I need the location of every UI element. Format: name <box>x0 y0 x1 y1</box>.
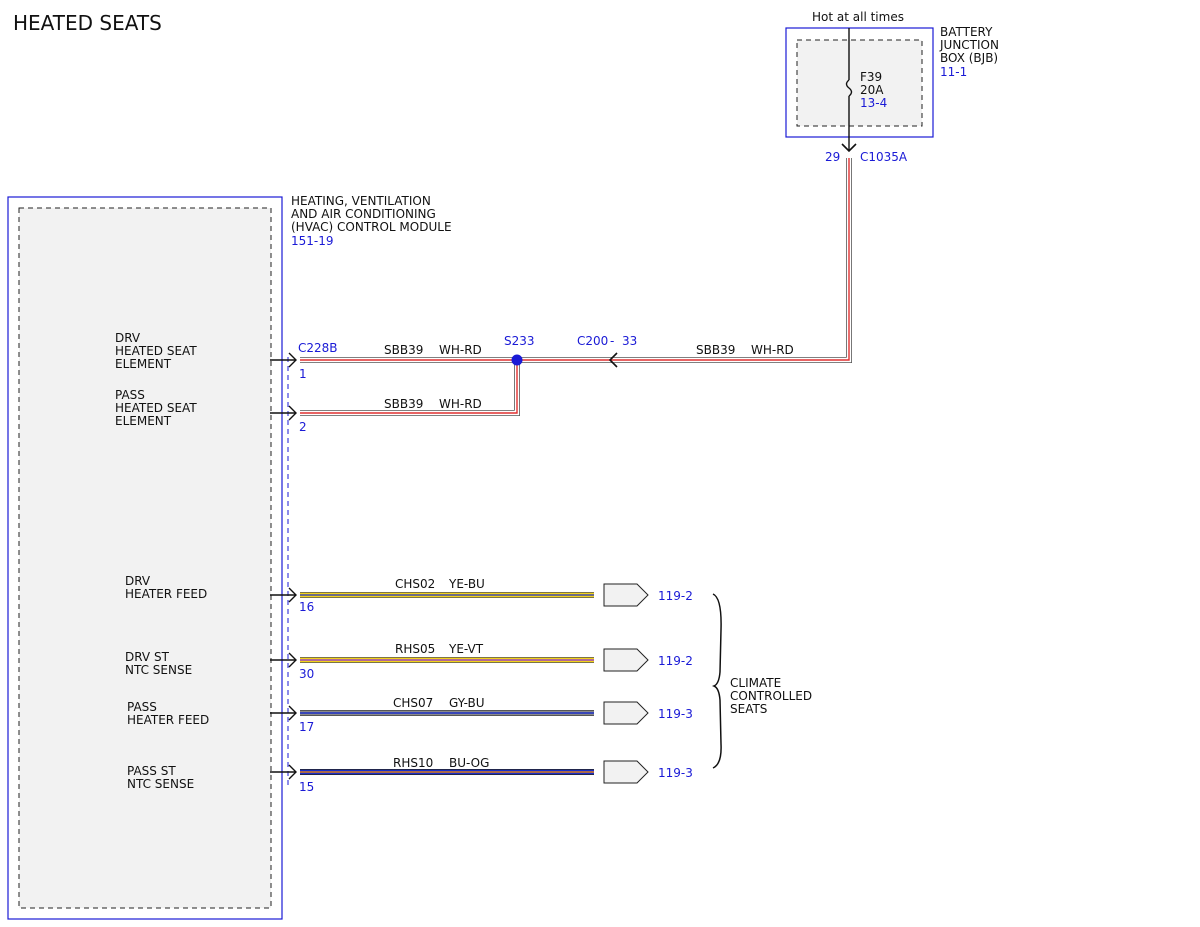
bjb-connector: C1035A <box>860 150 908 164</box>
pin1-number: 1 <box>299 367 307 381</box>
pin17-label-line-1: PASS <box>127 700 157 714</box>
pin17-label-line-2: HEATER FEED <box>127 713 209 727</box>
rhs05-color: YE-VT <box>448 642 484 656</box>
feed-wire-color: WH-RD <box>751 343 794 357</box>
pin15-chevron-icon <box>288 764 297 780</box>
climate-group-line-3: SEATS <box>730 702 767 716</box>
pin2-number: 2 <box>299 420 307 434</box>
pin30-label-line-1: DRV ST <box>125 650 170 664</box>
pin2-wire-circuit: SBB39 <box>384 397 423 411</box>
pin1-label-line-2: HEATED SEAT <box>115 344 197 358</box>
chs07-destination-arrow-icon[interactable] <box>603 701 649 725</box>
chs07-color: GY-BU <box>449 696 485 710</box>
fuse-symbol-icon <box>845 79 853 97</box>
pin30-number: 30 <box>299 667 314 681</box>
fuse-rating: 20A <box>860 83 884 97</box>
climate-group-brace-icon <box>711 593 722 769</box>
pin17-chevron-icon <box>288 705 297 721</box>
pin2-chevron-icon <box>288 405 297 421</box>
pin1-label-line-3: ELEMENT <box>115 357 172 371</box>
module-connector-label: C228B <box>298 341 338 355</box>
c200-chevron-icon <box>608 352 618 368</box>
rhs05-destination-arrow-icon[interactable] <box>603 648 649 672</box>
rhs05-destination-ref[interactable]: 119-2 <box>658 654 693 668</box>
module-name-line-1: HEATING, VENTILATION <box>291 194 431 208</box>
chs07-circuit: CHS07 <box>393 696 433 710</box>
pin30-label-line-2: NTC SENSE <box>125 663 192 677</box>
pin16-label-line-1: DRV <box>125 574 151 588</box>
module-ref: 151-19 <box>291 234 334 248</box>
bjb-pin: 29 <box>825 150 840 164</box>
rhs10-color: BU-OG <box>449 756 489 770</box>
chs02-circuit: CHS02 <box>395 577 435 591</box>
climate-group-line-2: CONTROLLED <box>730 689 812 703</box>
bjb-connector-chevron-icon <box>841 143 857 153</box>
pin17-number: 17 <box>299 720 314 734</box>
module-name-line-3: (HVAC) CONTROL MODULE <box>291 220 452 234</box>
chs07-destination-ref[interactable]: 119-3 <box>658 707 693 721</box>
inline-connector-label: C200 <box>577 334 608 348</box>
page-title: HEATED SEATS <box>13 11 162 35</box>
bjb-ref: 11-1 <box>940 65 967 79</box>
bjb-name-line-2: JUNCTION <box>939 38 999 52</box>
rhs10-circuit: RHS10 <box>393 756 433 770</box>
fuse-id: F39 <box>860 70 882 84</box>
inline-connector-pin: 33 <box>622 334 637 348</box>
feed-wire-stripe <box>600 158 850 361</box>
climate-group-line-1: CLIMATE <box>730 676 781 690</box>
pin-stubs <box>270 352 297 780</box>
rhs10-destination-ref[interactable]: 119-3 <box>658 766 693 780</box>
feed-wire-circuit: SBB39 <box>696 343 735 357</box>
pin2-label-line-3: ELEMENT <box>115 414 172 428</box>
pin2-wire-stripe <box>300 360 518 414</box>
splice-s233-dot <box>511 354 523 366</box>
pin2-wire-color: WH-RD <box>439 397 482 411</box>
pin15-label-line-2: NTC SENSE <box>127 777 194 791</box>
bjb-inner-box <box>796 39 923 127</box>
rhs10-destination-arrow-icon[interactable] <box>603 760 649 784</box>
bjb-name-line-1: BATTERY <box>940 25 993 39</box>
pin2-label-line-1: PASS <box>115 388 145 402</box>
splice-id: S233 <box>504 334 535 348</box>
fuse-ref: 13-4 <box>860 96 887 110</box>
bjb-name-line-3: BOX (BJB) <box>940 51 998 65</box>
pin1-chevron-icon <box>288 352 297 368</box>
hot-at-all-times-label: Hot at all times <box>812 10 904 24</box>
feed-wire-body <box>600 158 852 363</box>
pin16-chevron-icon <box>288 587 297 603</box>
rhs05-circuit: RHS05 <box>395 642 435 656</box>
pin15-label-line-1: PASS ST <box>127 764 176 778</box>
chs02-destination-ref[interactable]: 119-2 <box>658 589 693 603</box>
feed-wire-outline <box>600 158 852 363</box>
pin2-label-line-2: HEATED SEAT <box>115 401 197 415</box>
pin16-label-line-2: HEATER FEED <box>125 587 207 601</box>
chs02-color: YE-BU <box>448 577 485 591</box>
pin16-number: 16 <box>299 600 314 614</box>
module-name-line-2: AND AIR CONDITIONING <box>291 207 436 221</box>
pin15-number: 15 <box>299 780 314 794</box>
pin30-chevron-icon <box>288 652 297 668</box>
hvac-module-inner-box <box>18 207 272 909</box>
pin1-label-line-1: DRV <box>115 331 141 345</box>
pin1-wire-color: WH-RD <box>439 343 482 357</box>
destination-arrows <box>603 583 649 784</box>
chs02-destination-arrow-icon[interactable] <box>603 583 649 607</box>
inline-connector-dash: - <box>610 334 614 348</box>
pin1-wire-circuit: SBB39 <box>384 343 423 357</box>
